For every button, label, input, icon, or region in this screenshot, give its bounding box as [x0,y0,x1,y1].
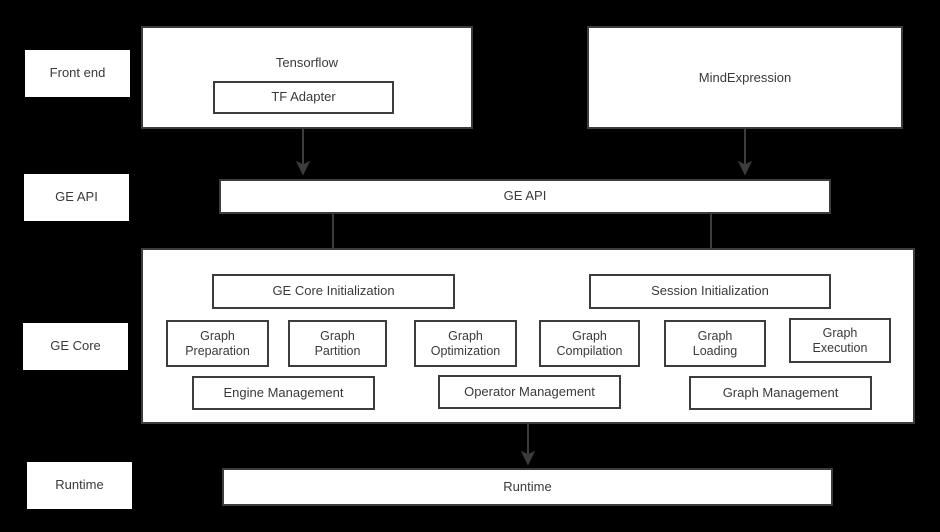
unit-line-1: Graph [572,329,607,344]
mindexpression-container: MindExpression [587,26,903,129]
unit-line-2: Optimization [430,343,501,358]
unit-graph-compilation[interactable]: Graph Compilation [539,320,640,367]
tensorflow-label: Tensorflow [275,55,339,70]
unit-line-2: Compilation [556,343,623,358]
unit-line-2: Preparation [185,343,250,358]
lane-label-runtime: Runtime [27,462,132,509]
unit-line-1: Graph [320,329,355,344]
engine-management-box[interactable]: Engine Management [192,376,375,410]
unit-graph-partition[interactable]: Graph Partition [288,320,387,367]
unit-line-2: Partition [314,343,361,358]
lane-label-front-end: Front end [25,50,130,97]
unit-line-1: Graph [200,329,235,344]
runtime-bar[interactable]: Runtime [222,468,833,506]
unit-graph-loading[interactable]: Graph Loading [664,320,766,367]
mindexpression-label: MindExpression [698,70,792,85]
operator-management-box[interactable]: Operator Management [438,375,621,409]
tf-adapter-box[interactable]: TF Adapter [213,81,394,114]
graph-management-box[interactable]: Graph Management [689,376,872,410]
ge-api-bar[interactable]: GE API [219,179,831,214]
ge-core-initialization-box[interactable]: GE Core Initialization [212,274,455,309]
unit-line-2: Loading [692,343,738,358]
lane-label-ge-api: GE API [24,174,129,221]
unit-graph-preparation[interactable]: Graph Preparation [166,320,269,367]
lane-label-ge-core: GE Core [23,323,128,370]
session-initialization-box[interactable]: Session Initialization [589,274,831,309]
unit-graph-optimization[interactable]: Graph Optimization [414,320,517,367]
unit-graph-execution[interactable]: Graph Execution [789,318,891,363]
unit-line-2: Execution [812,340,868,355]
unit-line-1: Graph [448,329,483,344]
unit-line-1: Graph [697,329,733,344]
unit-line-1: Graph [822,326,858,341]
